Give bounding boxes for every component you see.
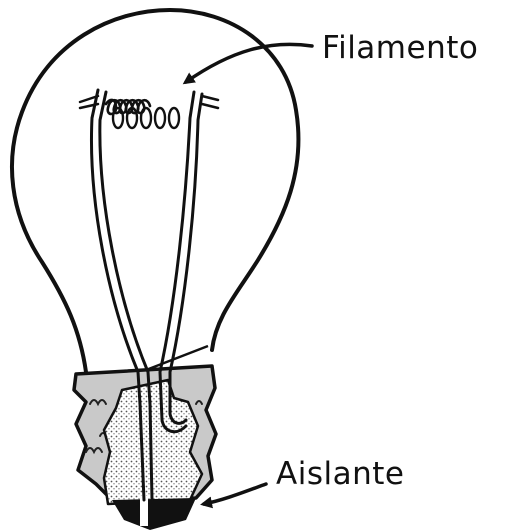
right-lead-wire (158, 90, 204, 434)
tip-center-wire (140, 496, 148, 526)
insulator-label: Aislante (276, 456, 405, 492)
filament-arrow (182, 42, 314, 85)
contact-tip (112, 498, 196, 530)
filament-support (78, 94, 220, 110)
insulator-arrow (200, 482, 268, 509)
filament-label: Filamento (322, 30, 479, 66)
coiled-filament (104, 98, 152, 116)
left-lead-wire (90, 88, 154, 502)
glass-stem-seam (145, 344, 209, 372)
filament-loops (111, 106, 181, 130)
bulb-glass-outline (9, 8, 301, 374)
insulator-material (102, 378, 204, 506)
